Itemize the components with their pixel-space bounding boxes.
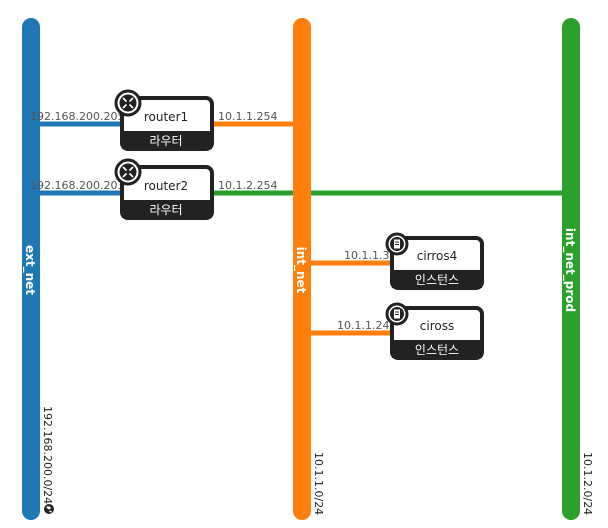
network-name: int_net_prod [562, 228, 577, 312]
router-node-router2[interactable]: router2 라우터 [114, 158, 214, 220]
network-name: int_net [293, 247, 308, 294]
instance-type: 인스턴스 [415, 273, 459, 287]
cirros4-ip: 10.1.1.3 [344, 249, 389, 262]
network-bar[interactable] [22, 18, 40, 520]
network-cidr: 10.1.1.0/24 [312, 452, 325, 515]
ciross-ip: 10.1.1.24 [337, 319, 389, 332]
router-type: 라우터 [149, 134, 182, 148]
network-bar[interactable] [293, 18, 311, 520]
router-name: router2 [144, 179, 188, 193]
router2-ext-ip: 192.168.200.203 [30, 179, 124, 192]
network-ext-net[interactable]: ext_net 192.168.200.0/24 [22, 18, 54, 520]
instance-name: ciross [420, 319, 454, 333]
globe-icon [44, 504, 54, 514]
router-name: router1 [144, 110, 188, 124]
instance-node-ciross[interactable]: ciross 인스턴스 [385, 302, 484, 360]
instance-name: cirros4 [417, 249, 458, 263]
router1-int-ip: 10.1.1.254 [218, 110, 277, 123]
router2-prod-ip: 10.1.2.254 [218, 179, 277, 192]
server-icon [385, 232, 409, 256]
network-bar[interactable] [562, 18, 580, 520]
router-icon [114, 89, 142, 117]
network-int-net[interactable]: int_net 10.1.1.0/24 [293, 18, 325, 520]
instance-type: 인스턴스 [415, 343, 459, 357]
router1-ext-ip: 192.168.200.205 [30, 110, 124, 123]
network-cidr: 10.1.2.0/24 [581, 452, 594, 515]
server-icon [385, 302, 409, 326]
router-type: 라우터 [149, 203, 182, 217]
network-cidr: 192.168.200.0/24 [41, 406, 54, 504]
router-icon [114, 158, 142, 186]
instance-node-cirros4[interactable]: cirros4 인스턴스 [385, 232, 484, 290]
router-node-router1[interactable]: router1 라우터 [114, 89, 214, 151]
network-int-net-prod[interactable]: int_net_prod 10.1.2.0/24 [562, 18, 594, 520]
network-name: ext_net [22, 245, 37, 295]
